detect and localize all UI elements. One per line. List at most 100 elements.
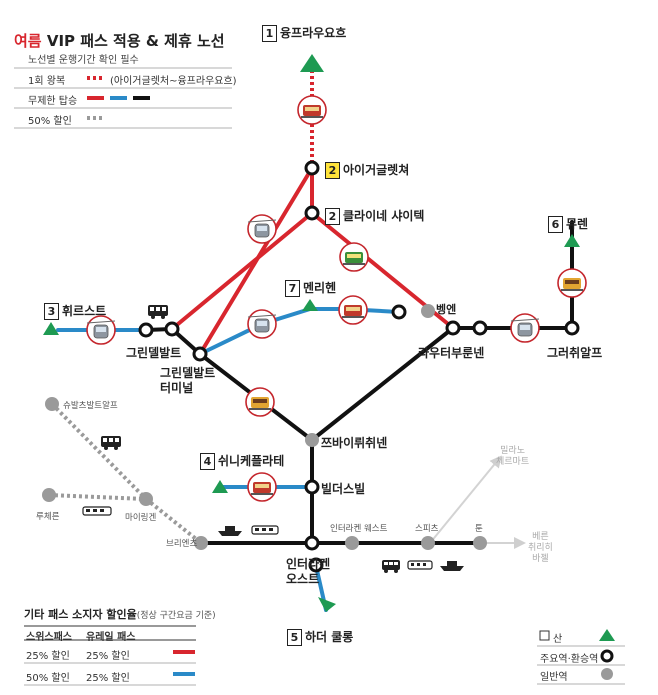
station-marker-wengen[interactable] <box>421 304 435 318</box>
boat-icon <box>218 526 242 536</box>
mountain-icon <box>302 299 318 311</box>
station-label-schwarzwaldalp[interactable]: 슈발츠발트알프 <box>63 401 118 411</box>
station-label-grutschalp[interactable]: 그러취알프 <box>547 346 603 360</box>
train-icon <box>82 506 112 516</box>
discount-table-heading-text: 기타 패스 소지자 할인율 <box>24 608 137 621</box>
station-marker-first[interactable] <box>138 322 154 338</box>
boat-icon <box>440 561 464 571</box>
major-station-group <box>138 160 580 573</box>
station-name: 뮤렌 <box>566 217 589 231</box>
title-rest: VIP 패스 적용 & 제휴 노선 <box>41 32 225 50</box>
station-label-grindelwald[interactable]: 그린델발트 <box>126 346 182 360</box>
train-icon <box>339 242 369 272</box>
station-label-lucerne[interactable]: 루체른 <box>36 512 60 522</box>
discount-table-heading-note: (정상 구간요금 기준) <box>136 611 216 621</box>
bus-icon <box>101 436 121 450</box>
legend-half-label: 50% 할인 <box>28 116 72 127</box>
station-marker-zweilutschinen[interactable] <box>305 433 319 447</box>
mountain-icon <box>318 597 336 612</box>
station-marker-schwarzwaldalp[interactable] <box>45 397 59 411</box>
station-marker-lauterbrunnen[interactable] <box>445 320 461 336</box>
black-line-lauter-zwei <box>310 326 455 442</box>
station-label-milano[interactable]: 밀라노 체르마트 <box>496 446 530 467</box>
legend-major-station-label: 주요역·환승역 <box>540 654 599 665</box>
mountain-icon <box>43 322 59 335</box>
mountain-icon <box>599 629 615 641</box>
legend-roundtrip-label: 1회 왕복 <box>28 76 66 87</box>
cable-car-icon <box>247 309 277 339</box>
station-name: 쉬니케플라테 <box>218 454 285 468</box>
legend-unlimited-label: 무제한 탑승 <box>28 96 78 107</box>
station-label-bern[interactable]: 베른 취리히 바젤 <box>528 532 553 564</box>
station-marker-grutschalp[interactable] <box>564 320 580 336</box>
station-label-interlaken-west[interactable]: 인터라켄 웨스트 <box>330 524 388 534</box>
station-marker-lucerne[interactable] <box>42 488 56 502</box>
station-marker-thun[interactable] <box>473 536 487 550</box>
train-icon <box>297 95 327 125</box>
map-legend-box <box>537 629 625 685</box>
red-line-kleine-grindelwald <box>170 211 314 331</box>
station-label-zweilutschinen[interactable]: 쯔바이뤼취넨 <box>321 436 388 450</box>
mountain-icon <box>212 480 228 493</box>
station-marker-interlaken-west[interactable] <box>345 536 359 550</box>
station-marker-interlaken-ost-2[interactable] <box>308 557 324 573</box>
discount-col-eurail: 유레일 패스 <box>86 632 136 643</box>
train-icon <box>338 295 368 325</box>
station-marker-brienz[interactable] <box>194 536 208 550</box>
train-icon <box>245 387 275 417</box>
station-label-lauterbrunnen[interactable]: 라우터부룬넨 <box>418 346 485 360</box>
station-label-thun[interactable]: 툰 <box>475 524 483 534</box>
station-label-meiringen[interactable]: 마이링겐 <box>125 513 157 523</box>
legend-regular-station-marker <box>601 668 613 680</box>
train-icon <box>251 525 279 535</box>
station-number: 6 <box>548 216 563 233</box>
station-marker-wilderswil[interactable] <box>304 479 320 495</box>
station-number: 3 <box>44 303 59 320</box>
train-icon <box>247 472 277 502</box>
cable-car-icon <box>510 313 540 343</box>
station-name: 클라이네 샤이텍 <box>343 209 425 223</box>
station-label-brienz[interactable]: 브리엔츠 <box>166 539 198 549</box>
station-marker-grindelwald[interactable] <box>164 321 180 337</box>
station-name: 멘리헨 <box>303 281 337 295</box>
station-name: 아이거글렛쳐 <box>343 163 410 177</box>
bus-icon <box>382 560 400 573</box>
grey-dotted-schwarzwald-meiringen <box>50 402 148 501</box>
legend-small-icon <box>539 630 550 641</box>
station-label-grindelwald-terminal[interactable]: 그린델발트 터미널 <box>160 366 216 395</box>
station-marker-kleine-scheidegg[interactable] <box>304 205 320 221</box>
station-marker-lauterbrunnen-2[interactable] <box>472 320 488 336</box>
mountain-icon <box>564 234 580 247</box>
station-marker-eigergletscher[interactable] <box>304 160 320 176</box>
blue-line-mannlichen <box>198 307 401 356</box>
legend-roundtrip-desc: (아이거글렛처~융프라우요흐) <box>110 76 237 87</box>
station-label-interlaken-ost[interactable]: 인터라켄 오스트 <box>286 557 331 586</box>
station-marker-mannlichen[interactable] <box>391 304 407 320</box>
station-name: 휘르스트 <box>62 304 107 318</box>
station-label-wengen[interactable]: 벵엔 <box>436 303 457 316</box>
station-number: 5 <box>287 629 302 646</box>
station-number: 2 <box>325 162 340 179</box>
station-marker-meiringen[interactable] <box>139 492 153 506</box>
station-label-wilderswil[interactable]: 빌더스빌 <box>321 482 366 496</box>
station-marker-grindelwald-terminal[interactable] <box>192 346 208 362</box>
station-marker-interlaken-ost[interactable] <box>304 535 320 551</box>
station-label-spiez[interactable]: 스피츠 <box>415 524 439 534</box>
grey-dotted-group <box>48 402 203 545</box>
station-number: 7 <box>285 280 300 297</box>
station-number: 2 <box>325 208 340 225</box>
mountain-icon <box>300 54 324 72</box>
station-marker-spiez[interactable] <box>421 536 435 550</box>
discount-col-swiss: 스위스패스 <box>26 632 72 643</box>
red-line-group <box>170 166 455 356</box>
page-title: 여름 VIP 패스 적용 & 제휴 노선 <box>14 30 225 51</box>
